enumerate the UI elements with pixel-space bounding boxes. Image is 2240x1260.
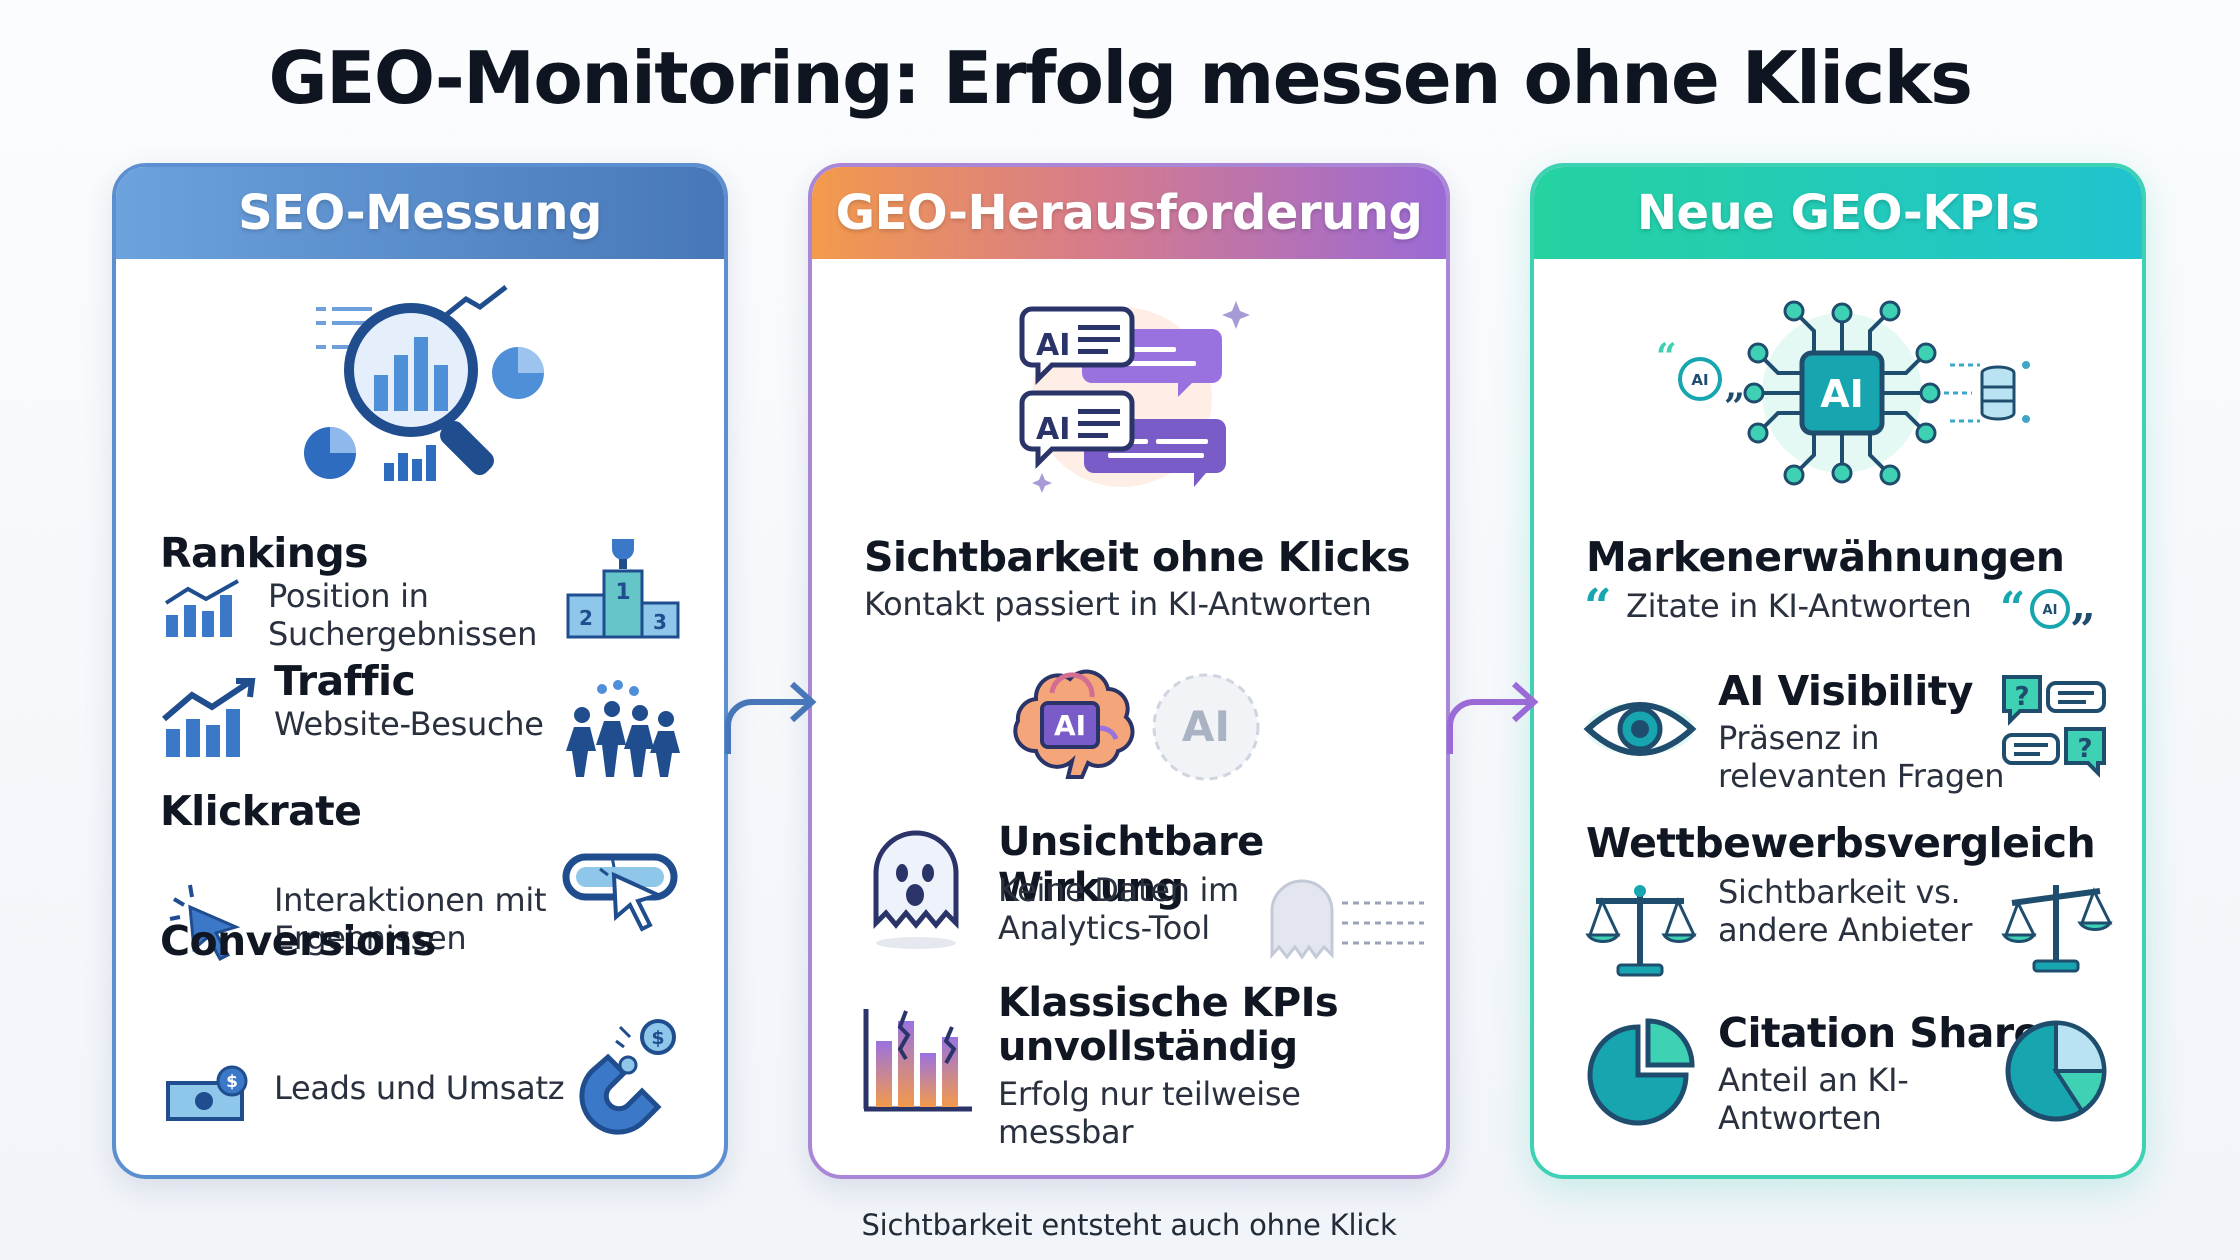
kpi-header: Neue GEO-KPIs: [1534, 167, 2142, 259]
magnet-icon: $: [579, 1019, 676, 1135]
seo-header: SEO-Messung: [116, 167, 724, 259]
geo-header: GEO-Herausforderung: [812, 167, 1446, 259]
scale-icon: [2001, 885, 2113, 973]
wettbewerb-title: Wettbewerbsvergleich: [1586, 819, 2096, 867]
ghost-icon: [873, 830, 959, 949]
svg-text:1: 1: [615, 580, 630, 605]
svg-text:3: 3: [653, 610, 667, 634]
klickrate-title: Klickrate: [160, 787, 362, 835]
svg-text:2: 2: [579, 606, 593, 630]
traffic-text: Website-Besuche: [274, 705, 544, 743]
svg-text:”: ”: [2070, 605, 2095, 656]
rankings-text: Position in Suchergebnissen: [268, 577, 538, 653]
klickrate-text: Interaktionen mit Ergebnissen: [274, 881, 547, 957]
svg-text:“: “: [2000, 583, 2025, 634]
arrow-geo-to-kpi: [1447, 681, 1539, 754]
ai-visibility-text: Präsenz in relevanten Fragen: [1718, 719, 2005, 795]
quote-badge-icon: “ AI ”: [2000, 583, 2095, 656]
sichtbarkeit-title: Sichtbarkeit ohne Klicks: [864, 533, 1410, 581]
svg-text:?: ?: [2077, 734, 2092, 764]
bar-chart-icon: [164, 579, 239, 637]
faded-ghost-icon: [1270, 879, 1424, 960]
svg-text:“: “: [1584, 579, 1612, 635]
sichtbarkeit-text: Kontakt passiert in KI-Antworten: [864, 585, 1372, 623]
money-icon: $: [166, 1065, 248, 1121]
svg-text:AI: AI: [1036, 328, 1070, 363]
page-title: GEO-Monitoring: Erfolg messen ohne Klick…: [268, 36, 1973, 120]
crowd-icon: [566, 680, 680, 777]
ai-chip-network-icon: AI “ AI ”: [1656, 300, 2030, 486]
conversions-text: Leads und Umsatz: [274, 1069, 565, 1107]
rankings-title: Rankings: [160, 529, 368, 577]
svg-text:AI: AI: [1036, 412, 1070, 447]
growth-chart-icon: [162, 678, 256, 757]
ai-visibility-title: AI Visibility: [1718, 667, 1973, 715]
geo-column: GEO-Herausforderung AI AI Sichtbarkeit o…: [808, 163, 1450, 1179]
markenerwaehnungen-title: Markenerwähnungen: [1586, 533, 2065, 581]
kpi-column: Neue GEO-KPIs AI “ AI ” Markenerwähnunge…: [1530, 163, 2146, 1179]
svg-text:AI: AI: [1820, 372, 1864, 416]
podium-icon: 1 2 3: [566, 539, 680, 639]
scale-icon-left: [1585, 885, 1697, 977]
cursor-icon: [562, 853, 678, 932]
traffic-title: Traffic: [274, 657, 416, 705]
conversions-title: Conversions: [160, 917, 436, 965]
svg-text:AI: AI: [1182, 702, 1230, 751]
arrow-seo-to-geo: [725, 681, 817, 754]
footer-caption: Sichtbarkeit entsteht auch ohne Klick: [861, 1208, 1397, 1242]
kpis-text: Erfolg nur teilweise messbar: [998, 1075, 1301, 1151]
chat-bubbles-icon: AI AI: [1019, 301, 1250, 493]
click-cursor-icon: [169, 884, 241, 961]
wettbewerb-text: Sichtbarkeit vs. andere Anbieter: [1718, 873, 1973, 949]
citation-text: Anteil an KI-Antworten: [1718, 1061, 1909, 1137]
faded-ai-icon: AI: [1152, 673, 1260, 781]
svg-text:“: “: [1656, 336, 1677, 378]
broken-chart-icon: [863, 1009, 972, 1112]
seo-column: SEO-Messung Rankings Position in Sucherg…: [112, 163, 728, 1179]
unsichtbare-text: Keine Daten im Analytics-Tool: [998, 871, 1239, 947]
unsichtbare-title: Unsichtbare Wirkung: [998, 819, 1264, 911]
pie-chart-icon: [1587, 1018, 1695, 1126]
question-bubbles-icon: ? ?: [2002, 675, 2106, 778]
svg-text:AI: AI: [1691, 371, 1708, 389]
kpis-title: Klassische KPIs unvollständig: [998, 980, 1339, 1070]
markenerwaehnungen-text: Zitate in KI-Antworten: [1626, 587, 1972, 625]
pie-icon: [2005, 1020, 2107, 1122]
magnifier-chart-icon: [304, 285, 544, 481]
svg-text:?: ?: [2014, 682, 2029, 712]
quote-open-icon: “: [1584, 579, 1612, 635]
svg-text:$: $: [226, 1072, 238, 1092]
svg-text:AI: AI: [1054, 709, 1086, 742]
brain-icon: AI: [1013, 669, 1135, 779]
svg-text:AI: AI: [2043, 603, 2058, 618]
svg-text:”: ”: [1724, 386, 1745, 428]
citation-title: Citation Share: [1718, 1009, 2041, 1057]
eye-icon: [1583, 702, 1697, 756]
svg-text:$: $: [651, 1027, 664, 1049]
